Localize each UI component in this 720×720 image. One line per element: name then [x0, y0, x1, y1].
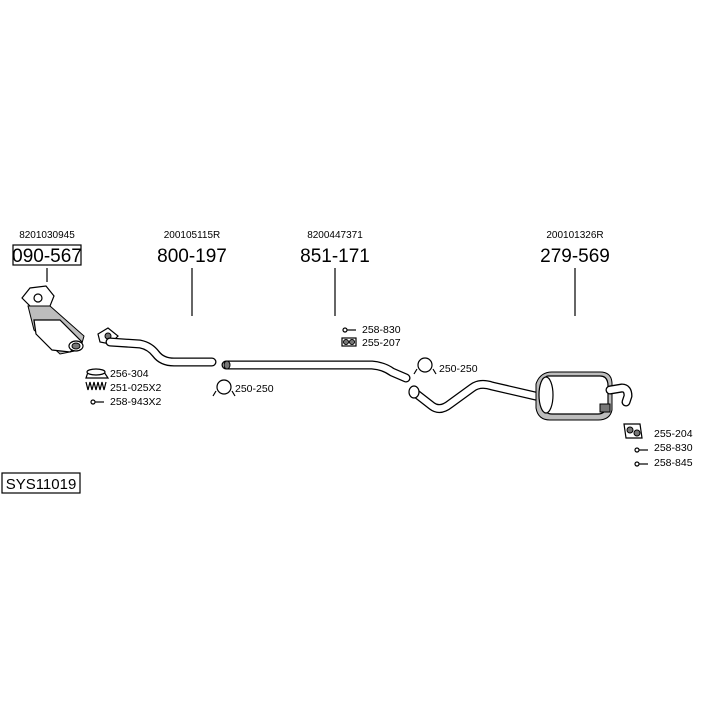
rear-part-label-1: 255-204	[654, 428, 693, 440]
catalyst-accessory-label-2: 251-025X2	[110, 382, 162, 394]
part-number-279-569[interactable]: 279-569	[540, 246, 610, 267]
rear-silencer-part[interactable]	[408, 371, 633, 421]
catalyst-accessory-label-3: 258-943X2	[110, 396, 162, 408]
spring-251-025x2[interactable]	[85, 381, 107, 391]
catalytic-converter-part[interactable]	[21, 285, 85, 355]
part-oem-851-171: 8200447371	[307, 230, 363, 241]
part-oem-279-569: 200101326R	[546, 230, 603, 241]
clamp-250-250-front[interactable]	[212, 379, 236, 397]
bolt-258-943x2[interactable]	[90, 399, 104, 405]
mid-pipe-clamp-label: 250-250	[439, 363, 478, 375]
mid-pipe-part-label-1: 258-830	[362, 324, 401, 336]
hanger-255-204[interactable]	[623, 423, 643, 439]
front-pipe-part[interactable]	[97, 327, 217, 367]
part-oem-800-197: 200105115R	[164, 230, 221, 241]
part-number-851-171[interactable]: 851-171	[300, 246, 370, 267]
clamp-250-250-rear[interactable]	[413, 357, 437, 375]
rear-part-label-3: 258-845	[654, 457, 693, 469]
bolt-258-830-rear[interactable]	[634, 447, 648, 453]
system-code: SYS11019	[6, 476, 77, 493]
bolt-258-830-mid[interactable]	[342, 327, 356, 333]
middle-pipe-part[interactable]	[221, 360, 411, 383]
part-number-box	[12, 244, 82, 266]
mid-pipe-part-label-2: 255-207	[362, 337, 401, 349]
rear-part-label-2: 258-830	[654, 442, 693, 454]
hanger-255-207[interactable]	[341, 337, 357, 347]
catalyst-accessory-label-1: 256-304	[110, 368, 149, 380]
front-pipe-clamp-label: 250-250	[235, 383, 274, 395]
system-code-box	[1, 472, 81, 494]
part-number-090-567[interactable]: 090-567	[12, 246, 82, 267]
gasket-256-304[interactable]	[85, 368, 110, 379]
part-number-800-197[interactable]: 800-197	[157, 246, 227, 267]
bolt-258-845[interactable]	[634, 461, 648, 467]
part-oem-090-567: 8201030945	[19, 230, 75, 241]
